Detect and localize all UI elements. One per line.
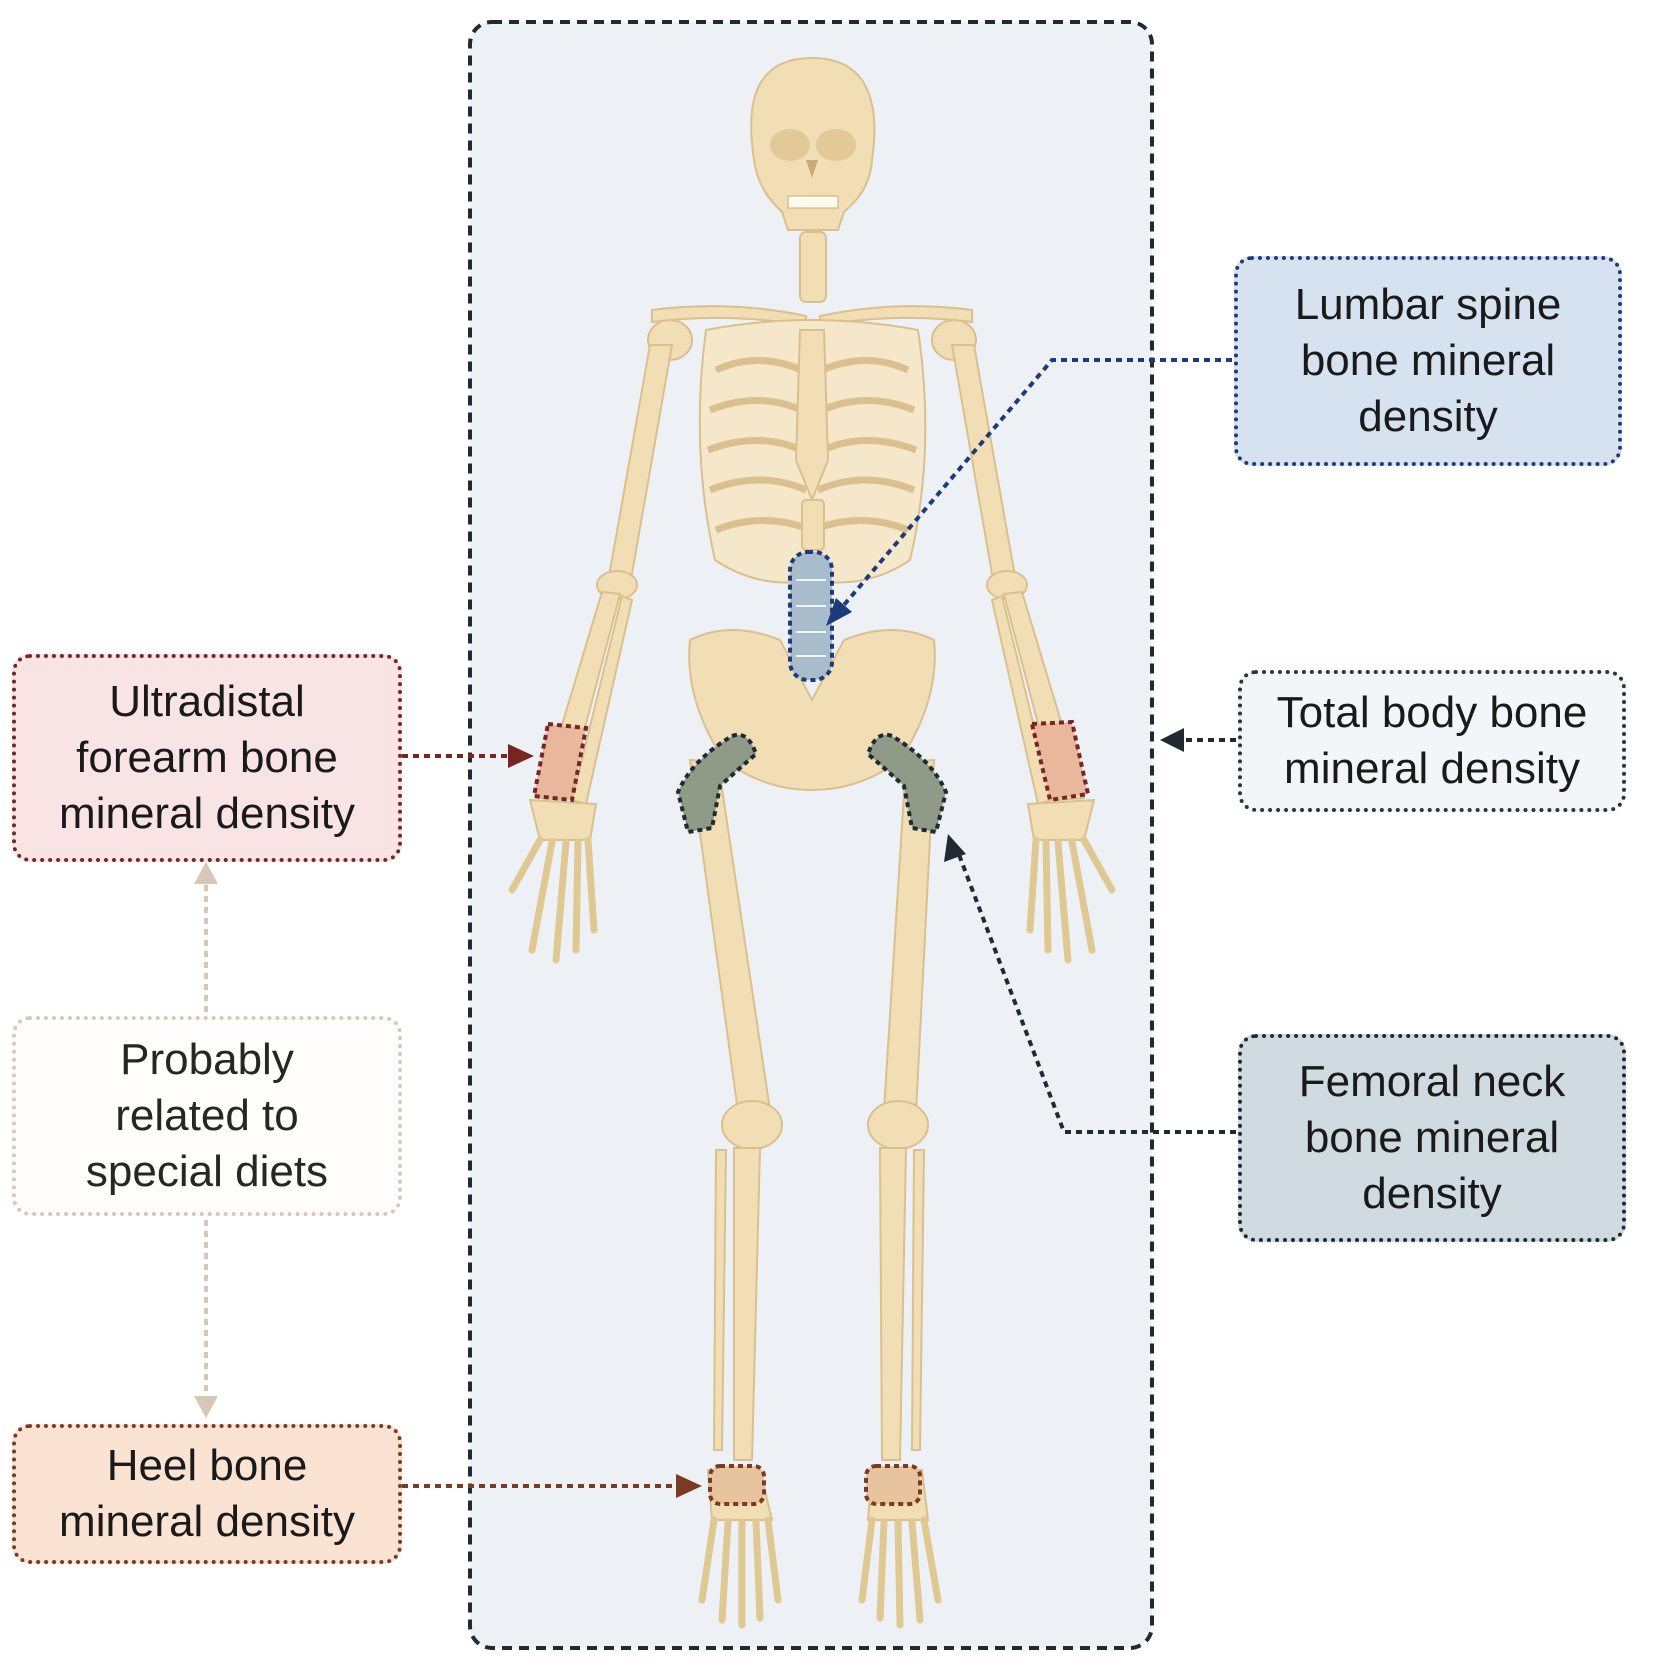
heel-highlight-left [708, 1464, 766, 1506]
arrowhead-forearm [508, 744, 534, 768]
femoral-label-line-1: Femoral neck [1298, 1057, 1566, 1106]
arrowhead-diet-down [194, 1396, 218, 1418]
heel-highlight-right [864, 1464, 922, 1506]
diet-label-line-1: Probably [120, 1035, 294, 1084]
diet-label-line-2: related to [115, 1091, 299, 1140]
ultradistal-forearm-label-box: Ultradistal forearm bone mineral density [12, 654, 402, 862]
forearm-label-line-2: forearm bone [76, 733, 338, 782]
heel-label-line-1: Heel bone [106, 1441, 308, 1490]
arrowhead-lumbar [826, 598, 852, 626]
femoral-label-line-3: density [1362, 1169, 1502, 1218]
skull [750, 56, 876, 231]
heel-label-box: Heel bone mineral density [12, 1424, 402, 1564]
femoral-label-line-2: bone mineral [1304, 1113, 1560, 1162]
lumbar-label-line-3: density [1358, 392, 1498, 441]
arrowhead-total [1160, 728, 1184, 752]
arrowhead-diet-up [194, 862, 218, 884]
forearm-highlight-left [531, 721, 589, 803]
special-diets-label-box: Probably related to special diets [12, 1016, 402, 1216]
total-label-line-2: mineral density [1284, 744, 1580, 793]
lumbar-vertebrae [796, 579, 826, 657]
forearm-label-line-3: mineral density [59, 789, 355, 838]
diet-label-line-3: special diets [85, 1147, 329, 1196]
heel-label-line-2: mineral density [59, 1497, 355, 1546]
femoral-neck-highlight-left [675, 732, 759, 835]
femoral-neck-label-box: Femoral neck bone mineral density [1238, 1034, 1626, 1242]
forearm-label-line-1: Ultradistal [109, 677, 305, 726]
forearm-highlight-right [1029, 719, 1091, 803]
lumbar-label-line-2: bone mineral [1300, 336, 1556, 385]
arrow-lumbar [836, 358, 1232, 614]
femoral-neck-highlight-right [865, 732, 949, 835]
arrowhead-femoral [944, 834, 966, 862]
total-label-line-1: Total body bone [1276, 688, 1588, 737]
lumbar-spine-label-box: Lumbar spine bone mineral density [1234, 256, 1622, 466]
arrowhead-heel [676, 1474, 702, 1498]
total-body-label-box: Total body bone mineral density [1238, 670, 1626, 812]
lumbar-label-line-1: Lumbar spine [1294, 280, 1562, 329]
lumbar-spine-highlight [788, 550, 834, 682]
arrow-femoral [956, 851, 1236, 1134]
